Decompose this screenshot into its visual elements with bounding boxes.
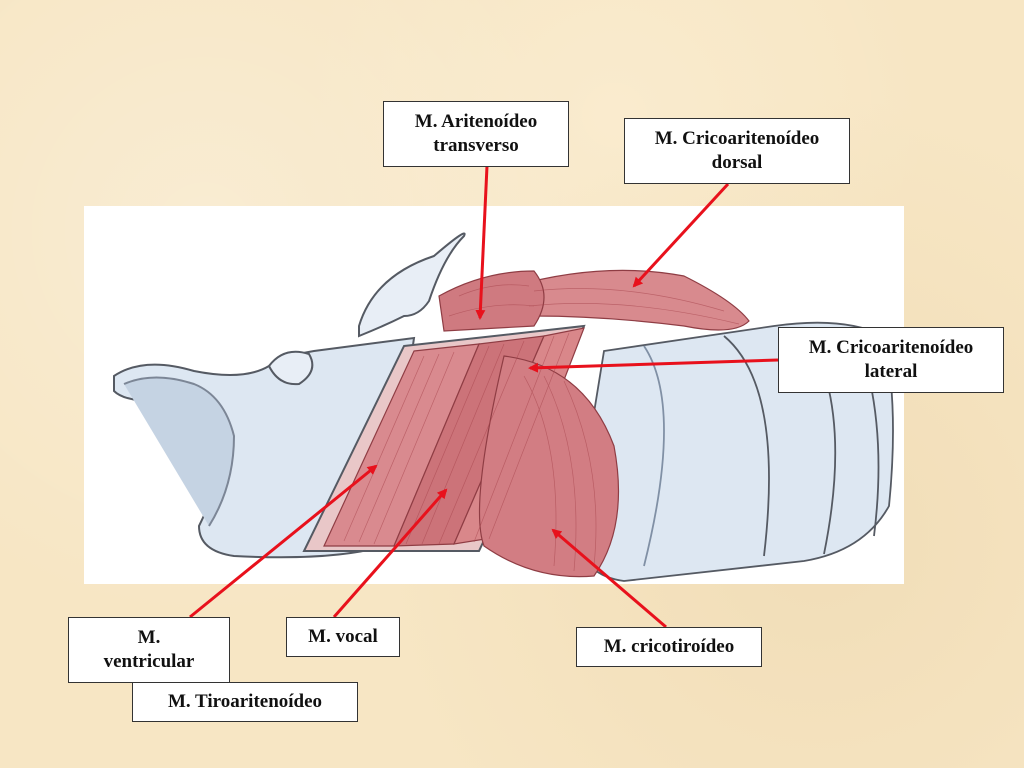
larynx-muscle-drawing	[113, 232, 894, 582]
muscle-bands	[302, 269, 750, 578]
label-ventricular: M. ventricular	[68, 617, 230, 683]
label-aritenoideo-transverso: M. Aritenoídeo transverso	[383, 101, 569, 167]
label-cricoaritenoideo-lateral: M. Cricoaritenoídeo lateral	[778, 327, 1004, 393]
label-cricoaritenoideo-dorsal: M. Cricoaritenoídeo dorsal	[624, 118, 850, 184]
arytenoid-cartilage	[358, 232, 466, 338]
label-vocal: M. vocal	[286, 617, 400, 657]
label-cricotiroideo: M. cricotiroídeo	[576, 627, 762, 667]
label-tiroaritenoideo: M. Tiroaritenoídeo	[132, 682, 358, 722]
